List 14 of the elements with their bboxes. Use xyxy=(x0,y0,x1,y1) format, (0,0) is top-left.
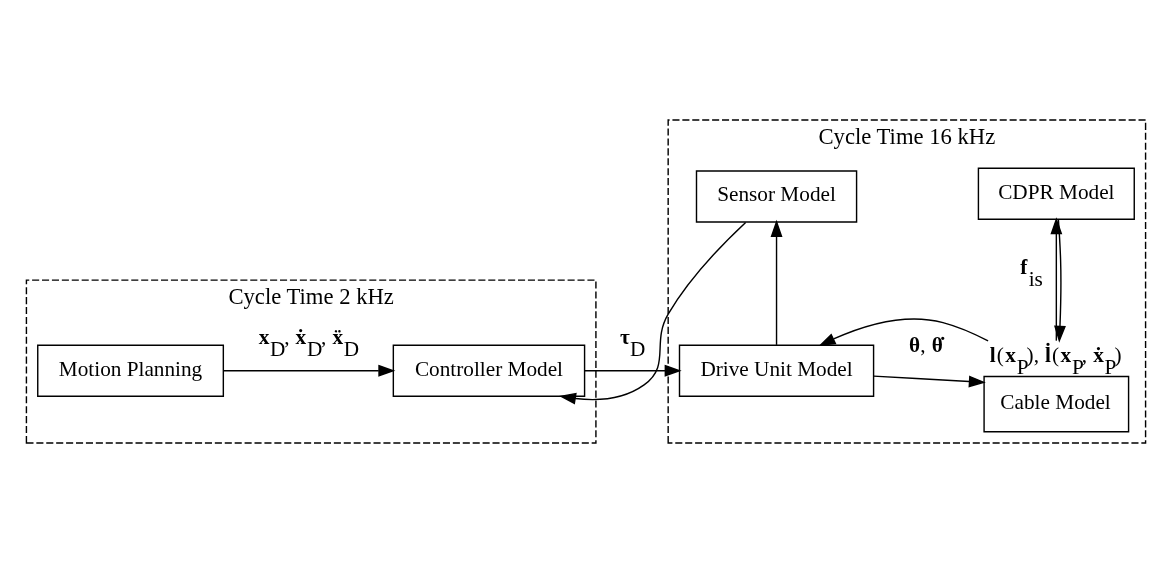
arrow xyxy=(770,219,783,346)
node-box: Cable Model xyxy=(983,375,1130,433)
edge-label: θ, θ̇ xyxy=(909,333,943,358)
node-box: Controller Model xyxy=(392,344,586,397)
arrow xyxy=(1054,218,1066,343)
arrow xyxy=(222,364,396,377)
node-box: Drive Unit Model xyxy=(678,344,875,397)
arrow xyxy=(818,318,989,347)
arrow xyxy=(559,221,747,405)
node-box: Sensor Model xyxy=(695,170,858,223)
arrow xyxy=(872,375,986,388)
node-box: Motion Planning xyxy=(37,344,225,397)
node-box: CDPR Model xyxy=(977,167,1135,220)
arrow xyxy=(584,364,682,377)
